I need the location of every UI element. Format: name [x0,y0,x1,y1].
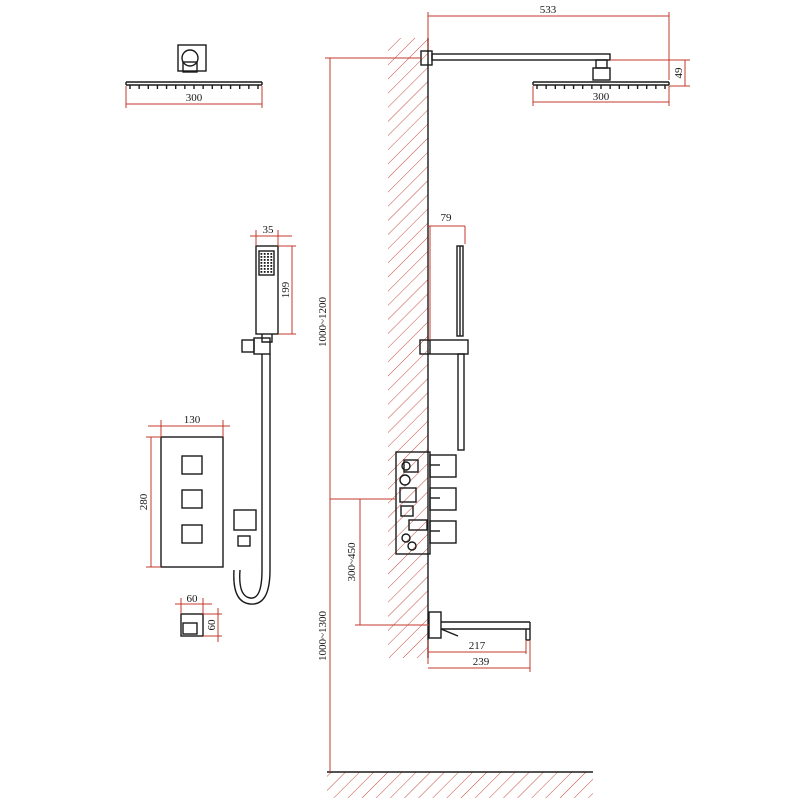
spray-hole [260,262,263,264]
valve-handle-middle [181,489,203,509]
hand-shower-spray-grid [260,253,273,273]
dim-valve-mount-range: 300~450 [330,498,429,626]
spray-hole [260,256,263,258]
dim-overhead-width-top: 300 [125,86,263,108]
spray-hole [263,265,266,267]
dim-bracket-projection: 79 [428,212,466,340]
dim-arm-length: 533 [427,4,670,80]
dim-spout-mount-height: 1000~1300 [317,611,329,661]
dim-handshower-width: 35 [250,224,292,246]
dim-label-spout-reach: 217 [469,640,486,652]
dim-label-elbow-width: 60 [187,593,199,605]
dim-label-overhead-width-side: 300 [593,91,610,103]
dim-label-handshower-length: 199 [280,281,292,298]
dim-label-arm-length: 533 [540,4,557,16]
dim-label-valve-height: 280 [138,493,150,510]
overhead-nozzles-top [129,85,259,89]
spray-hole [260,271,263,273]
dim-label-bracket-projection: 79 [441,212,453,224]
spray-hole [263,259,266,261]
dim-label-spout-length: 239 [473,656,490,668]
spray-hole [260,265,263,267]
dim-handshower-length: 199 [278,245,296,335]
spray-hole [270,265,273,267]
spray-hole [263,256,266,258]
valve-handle-side-middle [429,487,457,511]
spray-hole [267,253,269,255]
spray-hole [260,268,263,270]
spray-hole [270,256,273,258]
valve-front-plate [160,436,224,568]
shower-arm-side [420,50,670,89]
spray-hole [270,262,273,264]
dim-label-handshower-width: 35 [263,224,275,236]
valve-body-side [395,451,457,555]
dim-overhead-height: 49 [610,59,690,87]
spray-hole [263,268,266,270]
dim-label-valve-mount-range: 300~450 [346,542,358,581]
spray-hole [260,259,263,261]
dim-elbow-height: 60 [203,608,222,642]
spray-hole [260,253,263,255]
spray-hole [270,259,273,261]
dim-valve-width: 130 [148,414,230,437]
spray-hole [267,271,269,273]
valve-handle-side-top [429,454,457,478]
floor-section [327,771,593,798]
spray-hole [270,268,273,270]
spray-hole [263,271,266,273]
hose-connector [241,337,271,355]
spray-hole [270,253,273,255]
valve-handle-side-bottom [429,520,457,544]
dim-label-valve-width: 130 [184,414,201,426]
dim-elbow-width: 60 [175,593,212,614]
spray-hole [267,256,269,258]
dim-label-overhead-height: 49 [673,67,685,79]
dim-label-elbow-height: 60 [206,619,218,631]
wall-section [388,38,429,658]
hand-shower [255,245,279,343]
spray-hole [267,259,269,261]
dim-overhead-mount-height: 1000~1200 [317,57,421,772]
bath-spout-side [428,611,531,641]
valve-handle-bottom [181,524,203,544]
dim-spout-reach: 217 [427,640,527,664]
spray-hole [270,271,273,273]
spray-hole [263,262,266,264]
dim-valve-height: 280 [138,436,161,568]
wall-elbow [180,613,204,637]
handshower-holder-side [419,245,469,451]
dim-label-overhead-mount-height: 1000~1200 [317,297,329,347]
dim-overhead-width-side: 300 [532,86,670,106]
spray-hole [267,265,269,267]
dim-label-spout-mount-height: 1000~1300 [317,611,329,661]
spray-hole [263,253,266,255]
overhead-shower-front-view [125,44,263,89]
shower-hose [233,354,271,605]
valve-handle-top [181,455,203,475]
dim-label-overhead-width-top: 300 [186,92,203,104]
spray-hole [267,262,269,264]
dim-spout-length: 239 [428,640,531,672]
overhead-nozzles-side [536,85,666,89]
spray-hole [267,268,269,270]
